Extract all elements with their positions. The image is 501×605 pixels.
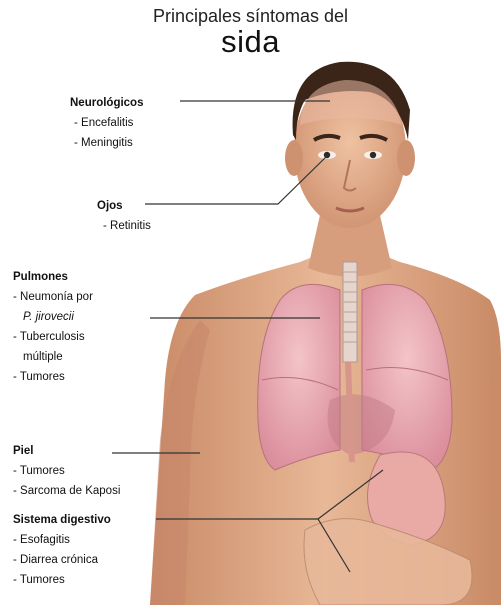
group-heading: Neurológicos — [70, 93, 143, 113]
group-item: - Tumores — [13, 570, 111, 590]
group-heading: Ojos — [97, 196, 151, 216]
group-ojos: Ojos - Retinitis — [97, 196, 151, 236]
right-ear — [397, 140, 415, 176]
group-item: - Tumores — [13, 367, 93, 387]
group-heading: Piel — [13, 441, 120, 461]
group-pulmones: Pulmones - Neumonía por P. jirovecii - T… — [13, 267, 93, 387]
group-item: - Tuberculosis — [13, 327, 93, 347]
group-item: múltiple — [13, 347, 93, 367]
left-pupil — [324, 152, 330, 158]
group-heading: Pulmones — [13, 267, 93, 287]
group-item: - Encefalitis — [70, 113, 143, 133]
group-item: - Diarrea crónica — [13, 550, 111, 570]
title-line-2: sida — [0, 24, 501, 60]
group-item: P. jirovecii — [13, 307, 93, 327]
group-heading: Sistema digestivo — [13, 510, 111, 530]
group-piel: Piel - Tumores - Sarcoma de Kaposi — [13, 441, 120, 501]
group-item: - Sarcoma de Kaposi — [13, 481, 120, 501]
group-item: - Tumores — [13, 461, 120, 481]
group-sistema-digestivo: Sistema digestivo - Esofagitis - Diarrea… — [13, 510, 111, 590]
group-item: - Meningitis — [70, 133, 143, 153]
right-pupil — [370, 152, 376, 158]
group-item: - Retinitis — [97, 216, 151, 236]
group-item: - Neumonía por — [13, 287, 93, 307]
group-neurologicos: Neurológicos - Encefalitis - Meningitis — [70, 93, 143, 153]
esophagus — [348, 362, 352, 462]
group-item: - Esofagitis — [13, 530, 111, 550]
left-ear — [285, 140, 303, 176]
